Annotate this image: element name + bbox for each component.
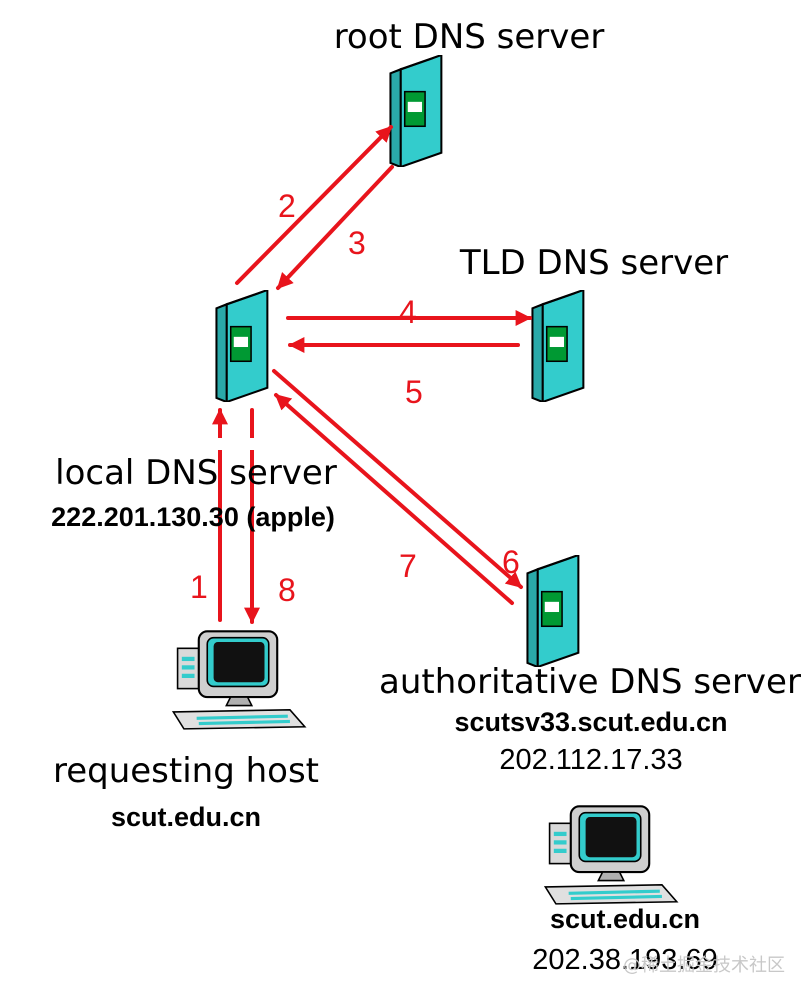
authoritative-server-label: authoritative DNS server bbox=[379, 662, 801, 702]
step-7-arrow bbox=[274, 393, 514, 605]
watermark: @稀土掘金技术社区 bbox=[623, 955, 785, 976]
step-1-label: 1 bbox=[190, 569, 208, 605]
step-6-arrow bbox=[272, 369, 523, 589]
authoritative-server-ip: 202.112.17.33 bbox=[499, 744, 682, 776]
step-7-label: 7 bbox=[399, 548, 417, 584]
requesting-host-hostname: scut.edu.cn bbox=[111, 802, 261, 832]
step-6-label: 6 bbox=[502, 544, 520, 580]
step-3-arrow bbox=[276, 165, 394, 290]
root-server-icon bbox=[389, 55, 443, 167]
step-8-label: 8 bbox=[278, 572, 296, 608]
local-server-detail: 222.201.130.30 (apple) bbox=[51, 502, 335, 532]
requesting-host-computer-icon bbox=[171, 629, 307, 731]
step-5-label: 5 bbox=[405, 374, 423, 410]
tld-server-label: TLD DNS server bbox=[459, 243, 728, 283]
target-host-hostname: scut.edu.cn bbox=[550, 904, 700, 934]
step-4-label: 4 bbox=[399, 294, 417, 330]
step-3-label: 3 bbox=[348, 225, 366, 261]
requesting-host-label: requesting host bbox=[53, 751, 319, 791]
target-host-computer-icon bbox=[543, 804, 679, 906]
root-server-label: root DNS server bbox=[334, 17, 605, 57]
step-2-label: 2 bbox=[278, 188, 296, 224]
target-host-ip: 202.38.193.69 bbox=[532, 944, 717, 976]
tld-server-icon bbox=[531, 290, 585, 402]
authoritative-server-icon bbox=[526, 555, 580, 667]
authoritative-server-hostname: scutsv33.scut.edu.cn bbox=[454, 707, 727, 737]
local-server-label: local DNS server bbox=[55, 453, 337, 493]
step-2-arrow bbox=[235, 125, 393, 285]
local-server-icon bbox=[215, 290, 269, 402]
